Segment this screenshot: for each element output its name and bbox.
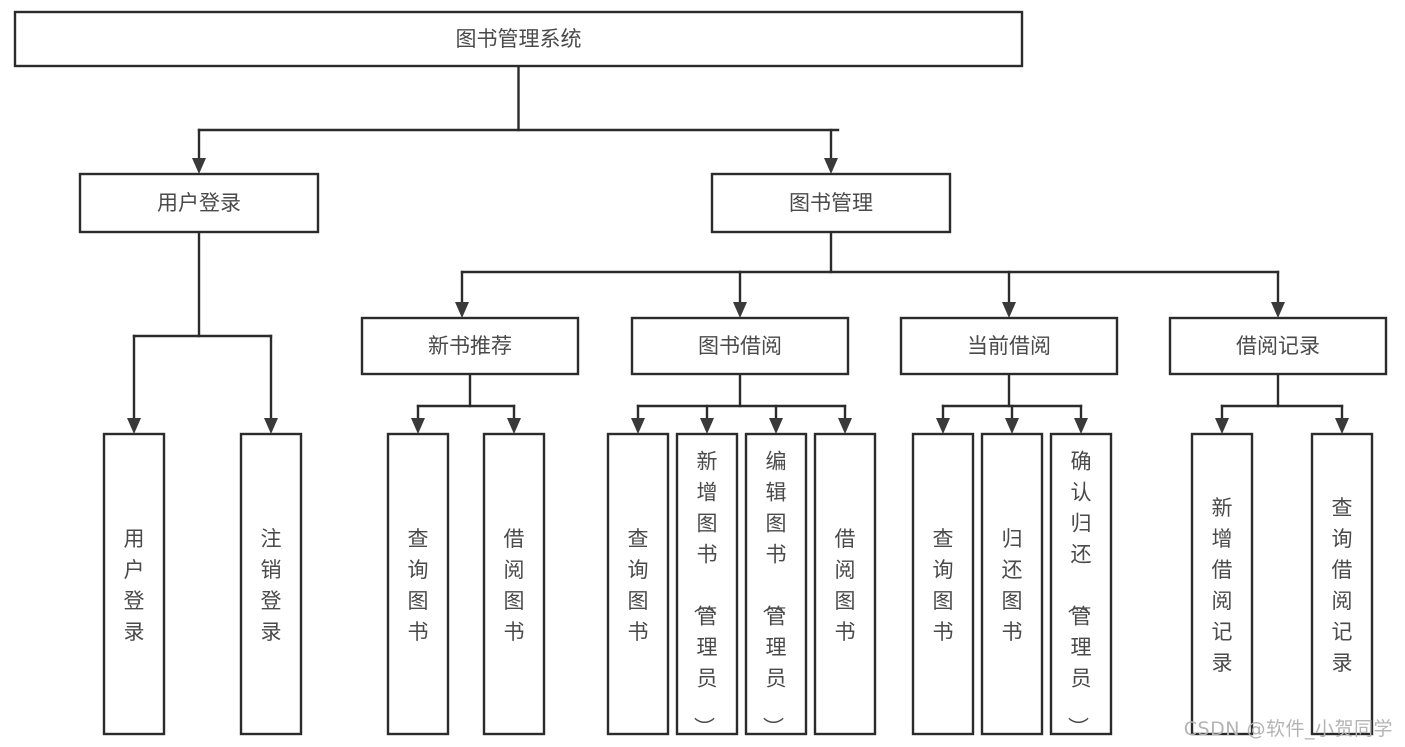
arrow-head-icon (127, 418, 141, 434)
node-label: 查询借阅记录 (1332, 496, 1353, 675)
arrow-head-icon (700, 418, 714, 434)
node-label: 借阅图书 (835, 527, 856, 644)
node-box (710, 172, 952, 234)
arrow-head-icon (411, 418, 425, 434)
node-label: 确认归还（管理员） (1066, 450, 1092, 738)
node-label: 查询图书 (628, 527, 649, 644)
node-leaf-query-book-current[interactable]: 查询图书 (911, 432, 975, 736)
node-leaf-borrow-book-recommend[interactable]: 借阅图书 (482, 432, 546, 736)
node-box (1310, 432, 1374, 736)
arrow-head-icon (936, 418, 950, 434)
arrow-head-icon (455, 302, 469, 318)
node-current-borrow[interactable]: 当前借阅 (899, 316, 1119, 376)
node-leaf-borrow-book[interactable]: 借阅图书 (813, 432, 877, 736)
node-label: 借阅记录 (1236, 334, 1320, 358)
node-leaf-edit-book[interactable]: 编辑图书（管理员） (744, 432, 808, 738)
arrow-head-icon (1215, 418, 1229, 434)
node-user-login[interactable]: 用户登录 (78, 172, 320, 234)
node-label: 图书借阅 (698, 334, 782, 358)
node-box (980, 432, 1044, 736)
connectors-layer (132, 64, 1344, 422)
node-new-book-recommend[interactable]: 新书推荐 (360, 316, 580, 376)
node-box (13, 10, 1024, 68)
node-box (675, 432, 739, 736)
node-leaf-query-book-borrow[interactable]: 查询图书 (606, 432, 670, 736)
node-box (744, 432, 808, 736)
arrow-head-icon (1005, 418, 1019, 434)
node-label: 新增借阅记录 (1212, 496, 1233, 675)
node-label: 当前借阅 (967, 334, 1051, 358)
arrow-head-icon (1002, 302, 1016, 318)
arrow-head-icon (1074, 418, 1088, 434)
arrow-head-icon (838, 418, 852, 434)
node-box (239, 432, 303, 736)
node-box (630, 316, 850, 376)
node-book-borrow[interactable]: 图书借阅 (630, 316, 850, 376)
arrow-head-icon (192, 158, 206, 174)
arrow-head-icon (631, 418, 645, 434)
node-leaf-logout[interactable]: 注销登录 (239, 432, 303, 736)
node-box (1049, 432, 1113, 736)
node-label: 图书管理系统 (456, 27, 582, 51)
node-box (899, 316, 1119, 376)
arrow-head-icon (769, 418, 783, 434)
node-box (813, 432, 877, 736)
arrow-head-icon (824, 158, 838, 174)
node-leaf-return-book[interactable]: 归还图书 (980, 432, 1044, 736)
node-label: 用户登录 (124, 527, 145, 644)
arrow-head-icon (1335, 418, 1349, 434)
node-leaf-user-login[interactable]: 用户登录 (102, 432, 166, 736)
node-box (102, 432, 166, 736)
node-box (911, 432, 975, 736)
node-label: 借阅图书 (504, 527, 525, 644)
node-label: 查询图书 (408, 527, 429, 644)
node-book-manage[interactable]: 图书管理 (710, 172, 952, 234)
arrow-head-icon (507, 418, 521, 434)
node-box (1190, 432, 1254, 736)
node-label: 图书管理 (789, 191, 873, 215)
nodes-layer: 图书管理系统用户登录图书管理新书推荐图书借阅当前借阅借阅记录用户登录注销登录查询… (13, 10, 1388, 738)
node-box (1168, 316, 1388, 376)
node-box (606, 432, 670, 736)
node-leaf-add-record[interactable]: 新增借阅记录 (1190, 432, 1254, 736)
node-borrow-record[interactable]: 借阅记录 (1168, 316, 1388, 376)
node-label: 归还图书 (1002, 527, 1023, 644)
node-label: 注销登录 (261, 527, 282, 644)
node-leaf-query-record[interactable]: 查询借阅记录 (1310, 432, 1374, 736)
arrow-head-icon (1271, 302, 1285, 318)
arrow-head-icon (264, 418, 278, 434)
node-label: 新书推荐 (428, 334, 512, 358)
node-box (360, 316, 580, 376)
node-leaf-confirm-return[interactable]: 确认归还（管理员） (1049, 432, 1113, 738)
node-label: 新增图书（管理员） (692, 450, 718, 738)
node-leaf-add-book[interactable]: 新增图书（管理员） (675, 432, 739, 738)
node-leaf-query-book-recommend[interactable]: 查询图书 (386, 432, 450, 736)
node-box (78, 172, 320, 234)
node-label: 编辑图书（管理员） (761, 450, 787, 738)
node-box (386, 432, 450, 736)
node-box (482, 432, 546, 736)
arrowheads-layer (127, 158, 1349, 434)
node-label: 查询图书 (933, 527, 954, 644)
node-label: 用户登录 (157, 191, 241, 215)
arrow-head-icon (733, 302, 747, 318)
node-root[interactable]: 图书管理系统 (13, 10, 1024, 68)
